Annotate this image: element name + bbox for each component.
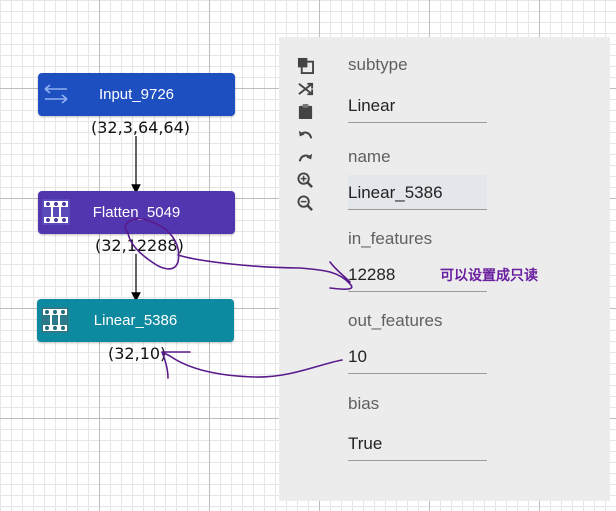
node-label: Flatten_5049 [92, 204, 181, 221]
layer-grid-icon [41, 307, 69, 333]
in-features-label: in_features [348, 229, 433, 248]
redo-icon [298, 153, 312, 162]
shuffle-button[interactable] [295, 78, 315, 98]
layer-grid-icon [42, 199, 70, 225]
tensor-shape-label: (32,10) [108, 344, 167, 363]
zoom-in-icon [296, 171, 313, 188]
zoom-out-icon [296, 194, 313, 211]
tensor-shape-label: (32,12288) [95, 236, 184, 255]
bias-label: bias [348, 394, 380, 413]
subtype-field[interactable]: Linear [348, 88, 487, 123]
tensor-shape-label: (32,3,64,64) [91, 118, 190, 137]
undo-button[interactable] [295, 124, 315, 144]
paste-button[interactable] [295, 101, 315, 121]
name-label: name [348, 147, 391, 166]
undo-icon [298, 130, 312, 139]
bias-field[interactable]: True [348, 426, 487, 461]
node-flatten[interactable]: Flatten_5049 [38, 191, 235, 234]
node-input[interactable]: Input_9726 [38, 73, 235, 116]
node-linear[interactable]: Linear_5386 [37, 299, 234, 342]
redo-button[interactable] [295, 147, 315, 167]
subtype-label: subtype [348, 55, 408, 74]
paste-icon [298, 103, 312, 119]
node-label: Linear_5386 [93, 312, 178, 329]
zoom-in-button[interactable] [295, 170, 315, 190]
copy-icon [297, 57, 314, 74]
out-features-label: out_features [348, 311, 443, 330]
name-field[interactable]: Linear_5386 [348, 175, 487, 210]
zoom-out-button[interactable] [295, 193, 315, 213]
shuffle-icon [297, 82, 313, 95]
copy-button[interactable] [295, 55, 315, 75]
in-features-field[interactable]: 12288 [348, 257, 487, 292]
out-features-field[interactable]: 10 [348, 339, 487, 374]
property-panel: subtype Linear name Linear_5386 in_featu… [279, 37, 610, 501]
swap-arrows-icon [44, 84, 68, 104]
node-label: Input_9726 [98, 86, 175, 103]
annotation-text: 可以设置成只读 [440, 268, 538, 284]
